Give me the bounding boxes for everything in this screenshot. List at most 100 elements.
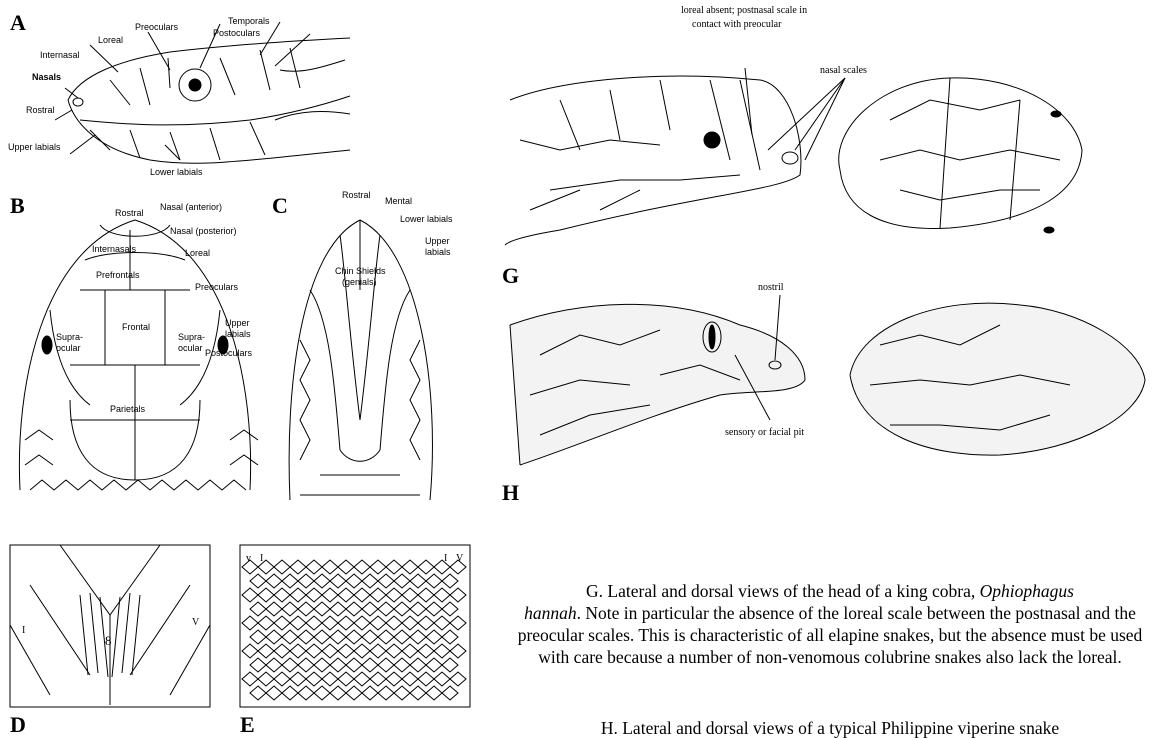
scale-e [354,616,370,630]
label-b-rostral: Rostral [115,208,144,218]
scale-e [450,588,466,602]
scale-e [370,644,386,658]
scale-e [322,672,338,686]
label-nasals: Nasals [32,72,61,82]
figure-c-ventral-head: Rostral Mental Lower labials Upper labia… [280,190,480,510]
callout-g-loreal-absent-2: contact with preocular [692,19,782,30]
scale-e [418,588,434,602]
scale-e [250,686,266,700]
scale-e [298,658,314,672]
scale-e [330,574,346,588]
scale-e [370,672,386,686]
scale-e [418,616,434,630]
figure-d-scale-count: I V 8 [10,545,210,707]
figure-g-king-cobra-heads: loreal absent; postnasal scale in contac… [500,40,1160,265]
scale-e [362,630,378,644]
scale-e [434,588,450,602]
scale-e [402,560,418,574]
scale-e [394,686,410,700]
scale-e [434,644,450,658]
scale-e [346,686,362,700]
scale-e [306,672,322,686]
scale-e [266,686,282,700]
scale-e [274,644,290,658]
label-c-upper-1: Upper [425,236,450,246]
scale-e [378,574,394,588]
scale-e [362,602,378,616]
figure-a-lateral-head: Temporals Preoculars Postoculars Loreal … [20,10,370,185]
callout-h-nostril: nostril [758,282,784,293]
mark-d-v: V [192,617,200,628]
scale-e [434,560,450,574]
label-b-nasal-anterior: Nasal (anterior) [160,202,222,212]
caption-g-rest: . Note in particular the absence of the … [518,603,1143,667]
scale-e [378,630,394,644]
scale-e [410,658,426,672]
scale-e [362,574,378,588]
scale-e [242,588,258,602]
scale-e [346,602,362,616]
scale-e [306,616,322,630]
scale-e [410,630,426,644]
caption-h: H. Lateral and dorsal views of a typical… [500,717,1160,738]
scale-e [306,644,322,658]
scale-e [306,588,322,602]
scale-e [442,686,458,700]
scale-e [242,644,258,658]
scale-e [386,560,402,574]
scale-e [330,602,346,616]
label-lower-labials: Lower labials [150,167,203,177]
caption-g-pre: G. Lateral and dorsal views of the head … [586,581,980,601]
scale-e [450,644,466,658]
scale-e [426,658,442,672]
scale-e [266,630,282,644]
scale-e [434,616,450,630]
mark-d-i: I [22,625,25,636]
caption-g: G. Lateral and dorsal views of the head … [500,580,1160,668]
mark-e-i-right: I [444,553,447,564]
scale-e [298,686,314,700]
callout-g-nasal-scales: nasal scales [820,65,867,76]
scale-e [338,588,354,602]
scale-e [250,630,266,644]
label-postoculars: Postoculars [213,28,261,38]
scale-e [354,588,370,602]
label-internasal: Internasal [40,50,80,60]
scale-e [322,616,338,630]
label-b-upper-labials-2: labials [225,329,251,339]
label-b-supra-right-1: Supra- [178,332,205,342]
label-b-internasals: Internasals [92,244,137,254]
scale-e [258,616,274,630]
label-b-supra-right-2: ocular [178,343,203,353]
scale-e [266,574,282,588]
label-b-loreal: Loreal [185,248,210,258]
scale-e [330,658,346,672]
scale-e [338,616,354,630]
label-c-rostral: Rostral [342,190,371,200]
scale-e [346,574,362,588]
scale-e [410,686,426,700]
label-c-upper-2: labials [425,247,451,257]
scale-e [290,644,306,658]
scale-e [338,644,354,658]
scale-e [354,672,370,686]
scale-e [386,588,402,602]
label-b-nasal-posterior: Nasal (posterior) [170,226,237,236]
label-temporals: Temporals [228,16,270,26]
figure-e-scale-rows: v I I V [240,545,470,707]
label-upper-labials: Upper labials [8,142,61,152]
scale-e [402,672,418,686]
scale-e [394,574,410,588]
scale-e [418,560,434,574]
scale-e [258,588,274,602]
scale-e [426,686,442,700]
scale-e [290,588,306,602]
panel-letter-d: D [10,712,26,738]
scale-e [354,644,370,658]
mark-e-v-left: v [246,553,251,564]
caption-g-genus: Ophiophagus [980,581,1074,601]
scale-e [282,658,298,672]
scale-e [282,574,298,588]
scale-e [378,686,394,700]
scale-e [346,630,362,644]
